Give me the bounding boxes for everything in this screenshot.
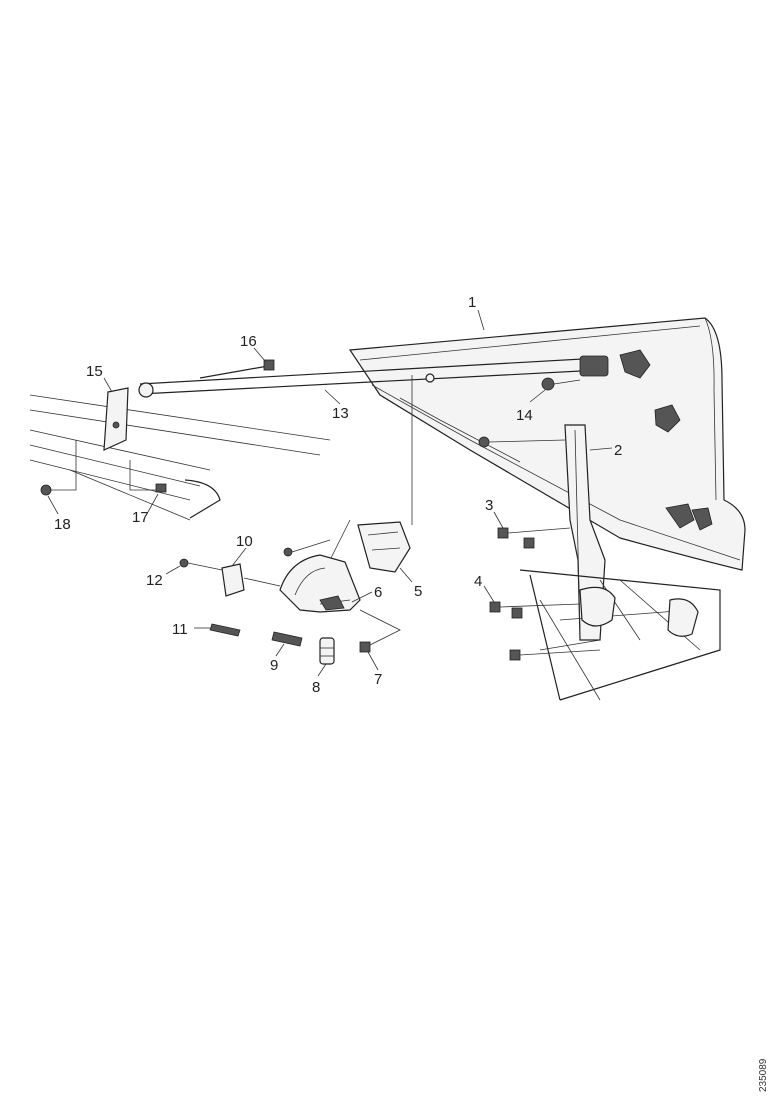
part-10-clip [221,563,281,597]
part-12-nut [179,558,223,571]
part-18-nut [40,484,52,496]
part-15-bracket [103,387,129,451]
label-2: 2 [614,442,622,459]
label-17: 17 [132,509,149,526]
label-6: 6 [374,584,382,601]
label-14: 14 [516,407,533,424]
part-6-gearbox-housing [279,539,361,613]
part-1-cowl-panel [348,317,746,571]
label-18: 18 [54,516,71,533]
label-5: 5 [414,583,422,600]
label-15: 15 [86,363,103,380]
part-2-support-bracket [478,424,606,641]
part-9-spacer [271,631,303,647]
label-8: 8 [312,679,320,696]
label-4: 4 [474,573,482,590]
part-17-clip [155,483,167,493]
leader-lines [47,309,613,677]
label-11: 11 [172,621,188,638]
part-labels: 1 2 3 4 5 6 7 8 9 10 11 12 13 14 15 16 1… [54,294,622,696]
lower-frame-assembly [519,569,721,701]
part-14-fastener [541,377,581,391]
label-12: 12 [146,572,163,589]
part-13-linkage-rod [138,355,609,398]
label-7: 7 [374,671,382,688]
reference-code: 235089 [758,1058,769,1092]
label-3: 3 [485,497,493,514]
part-8-grommet [319,637,335,665]
left-crossmember [29,394,331,521]
part-4-bolt [489,601,601,661]
label-13: 13 [332,405,349,422]
part-3-bolt [497,527,571,549]
part-5-motor-bracket [329,375,413,573]
part-11-pin [209,623,241,637]
part-16-screw [199,359,275,379]
label-10: 10 [236,533,253,550]
cowl-clips [619,349,713,531]
label-16: 16 [240,333,257,350]
label-9: 9 [270,657,278,674]
label-1: 1 [468,294,476,311]
part-7-screw [359,609,401,653]
